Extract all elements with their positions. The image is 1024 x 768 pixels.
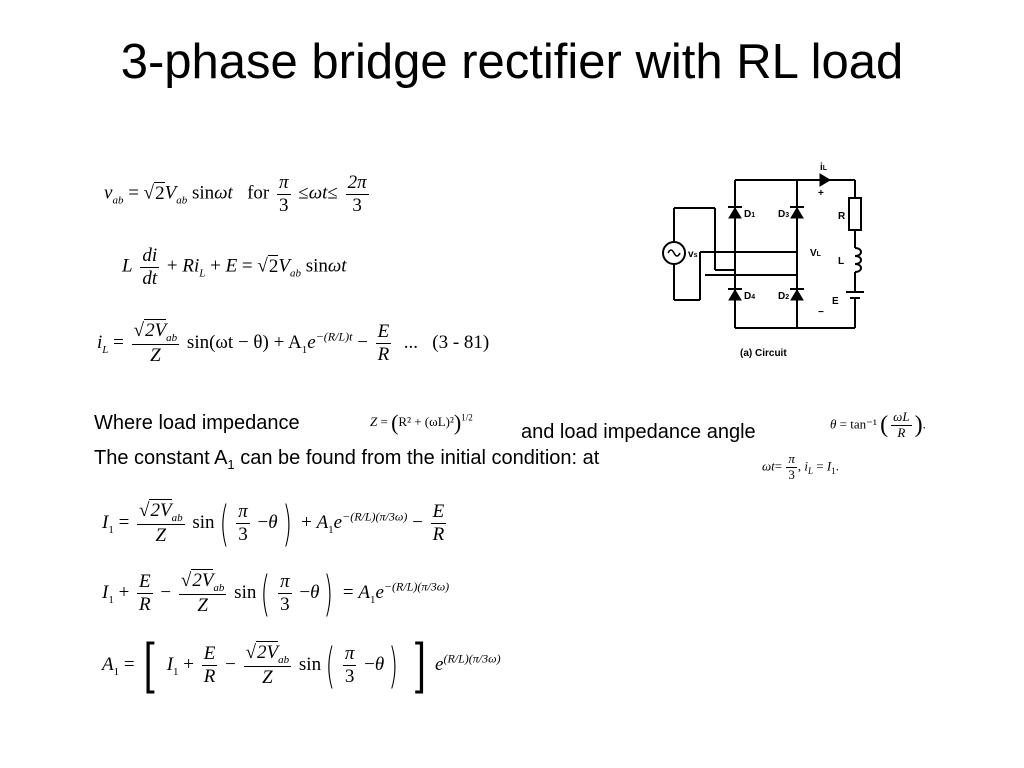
impedance-formula: Z = (R² + (ωL)²)1/2: [370, 410, 473, 435]
label-iL: iL: [820, 162, 828, 173]
label-d3: D3: [778, 209, 789, 220]
label-minus: −: [818, 307, 824, 318]
label-d4: D4: [744, 291, 755, 302]
constant-text: The constant A1 can be found from the in…: [94, 447, 600, 472]
label-d2: D2: [778, 291, 789, 302]
circuit-caption: (a) Circuit: [740, 348, 787, 359]
label-L: L: [838, 256, 844, 267]
label-d1: D1: [744, 209, 755, 220]
label-E: E: [832, 296, 839, 307]
rectifier-circuit-diagram: iL + − D1 D3 D4 D2 vs VL R L E (a) Circu…: [662, 162, 864, 359]
label-vs: vs: [688, 249, 698, 260]
where-impedance-text: Where load impedance: [94, 412, 300, 434]
label-VL: VL: [810, 248, 822, 259]
label-R: R: [838, 211, 846, 222]
angle-text: and load impedance angle: [521, 421, 756, 443]
slide-title: 3-phase bridge rectifier with RL load: [120, 35, 904, 89]
label-plus: +: [818, 188, 824, 199]
